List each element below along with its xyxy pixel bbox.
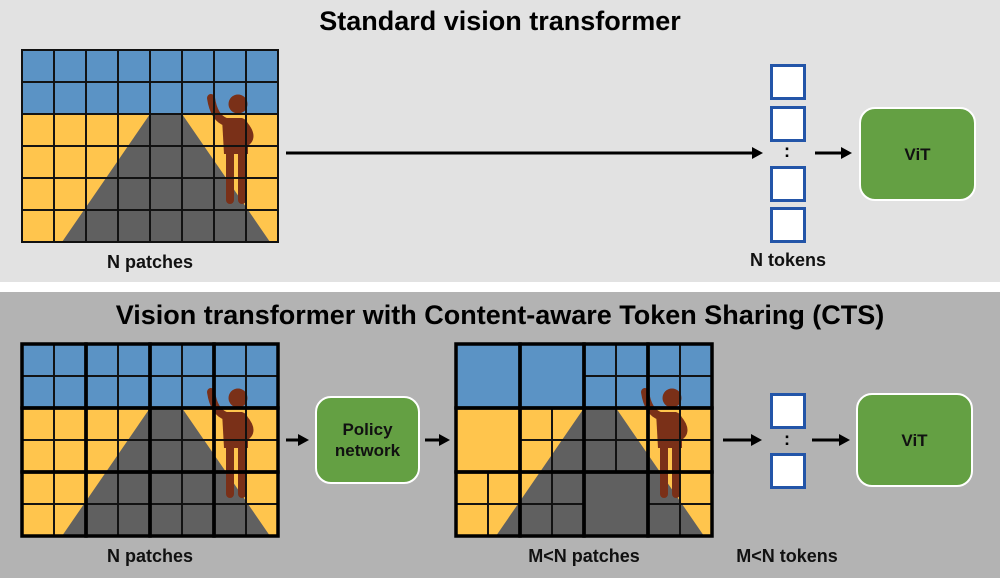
top-patches-label: N patches (106, 252, 194, 272)
token (770, 393, 806, 429)
bottom-output-image-person-head (662, 388, 682, 408)
policy-network-box: Policy network (315, 396, 420, 484)
token (770, 166, 806, 202)
arrow-to-policy-head (298, 434, 309, 446)
bottom-arrow-to-vit-head (839, 434, 850, 446)
top-grid-border (21, 49, 279, 243)
top-image-person-head (228, 94, 248, 114)
arrow-from-policy-head (439, 434, 450, 446)
token (770, 453, 806, 489)
token-ellipsis: : (784, 429, 790, 449)
token-ellipsis: : (784, 141, 790, 161)
top-arrow-to-tokens-head (752, 147, 763, 159)
bottom-input-patches-label: N patches (106, 546, 194, 566)
token (770, 207, 806, 243)
bottom-input-image-person-head (228, 388, 248, 408)
policy-label-line2: network (334, 441, 401, 460)
standard-vit-title: Standard vision transformer (319, 6, 681, 36)
token (770, 106, 806, 142)
bottom-output-grid-superpatch (646, 470, 714, 538)
top-arrow-to-vit-head (841, 147, 852, 159)
top-vit-box: ViT (859, 107, 976, 201)
bottom-vit-box: ViT (856, 393, 973, 487)
bottom-output-patches-label: M<N patches (528, 546, 640, 566)
top-tokens-label: N tokens (749, 250, 827, 270)
vit-label: ViT (901, 430, 928, 450)
token (770, 64, 806, 100)
bottom-arrow-to-tokens-head (751, 434, 762, 446)
vit-label: ViT (904, 144, 931, 164)
bottom-tokens-label: M<N tokens (736, 546, 838, 566)
bottom-input-grid-superpatch (212, 470, 280, 538)
policy-label-line1: Policy (342, 420, 393, 439)
cts-vit-title: Vision transformer with Content-aware To… (115, 300, 885, 330)
